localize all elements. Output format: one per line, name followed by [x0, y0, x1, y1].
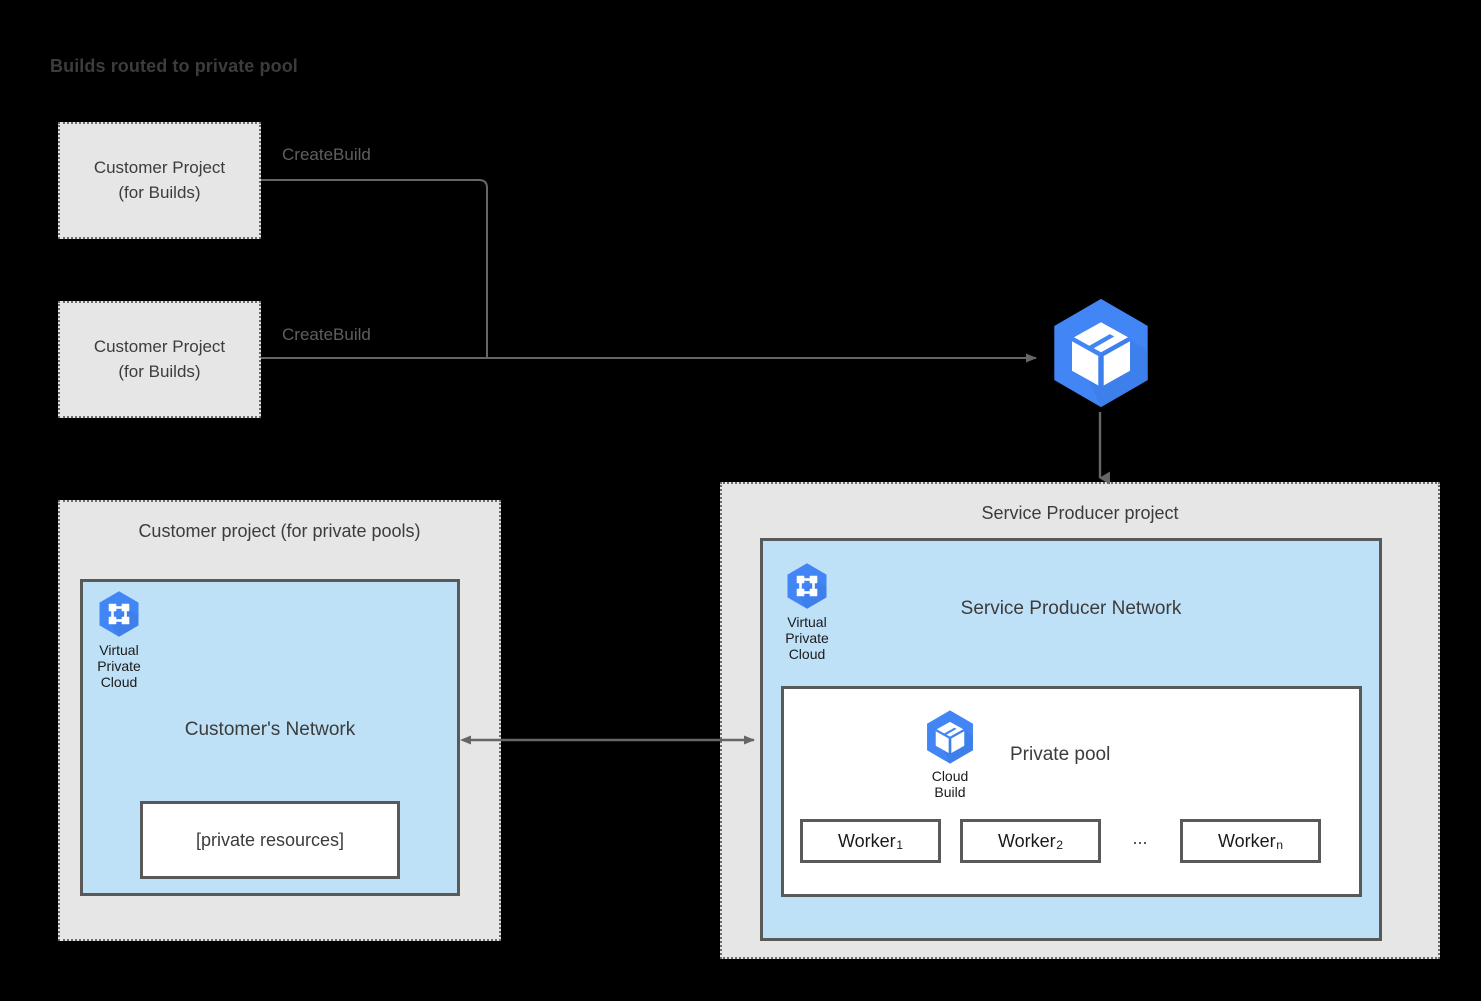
customer-vpc-caption: Virtual Private Cloud — [97, 642, 141, 691]
workers-ellipsis: ... — [1132, 828, 1148, 848]
producer-vpc-caption: Virtual Private Cloud — [785, 614, 829, 663]
virtual-private-cloud-icon — [787, 563, 827, 609]
private-pool-box — [781, 686, 1362, 897]
private-pool-cloud-build-caption: Cloud Build — [931, 768, 969, 801]
customer-vpc-icon-group: Virtual Private Cloud — [93, 588, 145, 690]
customer-build-project-2-line2: (for Builds) — [118, 361, 201, 381]
private-resources-box[interactable]: [private resources] — [140, 801, 400, 879]
customer-build-project-1-line1: Customer Project — [93, 157, 226, 177]
worker-1-name: Worker — [838, 830, 896, 851]
worker-2-name: Worker — [998, 830, 1056, 851]
virtual-private-cloud-icon — [99, 591, 139, 637]
customer-build-project-1-line2: (for Builds) — [118, 182, 201, 202]
worker-2-subscript: 2 — [1056, 837, 1063, 852]
customer-build-project-1[interactable]: Customer Project (for Builds) — [58, 122, 261, 239]
private-pool-label: Private pool — [1010, 744, 1111, 765]
worker-n-subscript: n — [1276, 837, 1283, 852]
cloud-build-service-icon-group[interactable] — [1042, 294, 1160, 412]
customer-panel-title: Customer project (for private pools) — [138, 521, 421, 541]
cloud-build-icon — [927, 710, 973, 764]
producer-panel-title: Service Producer project — [981, 503, 1179, 523]
customer-build-project-2-line1: Customer Project — [93, 336, 226, 356]
edge-label-createbuild-2: CreateBuild — [282, 325, 371, 344]
worker-1-subscript: 1 — [896, 837, 903, 852]
private-resources-label: [private resources] — [195, 829, 345, 850]
private-pool-cloud-build-icon-group: Cloud Build — [920, 708, 980, 800]
cloud-build-icon — [1054, 298, 1148, 408]
edge-label-createbuild-1: CreateBuild — [282, 145, 371, 164]
service-producer-network-label: Service Producer Network — [960, 598, 1182, 619]
page-title: Builds routed to private pool — [50, 56, 298, 76]
worker-n-name: Worker — [1218, 830, 1276, 851]
customer-build-project-2[interactable]: Customer Project (for Builds) — [58, 301, 261, 418]
producer-vpc-icon-group: Virtual Private Cloud — [781, 560, 833, 662]
customers-network-label: Customer's Network — [184, 719, 356, 740]
